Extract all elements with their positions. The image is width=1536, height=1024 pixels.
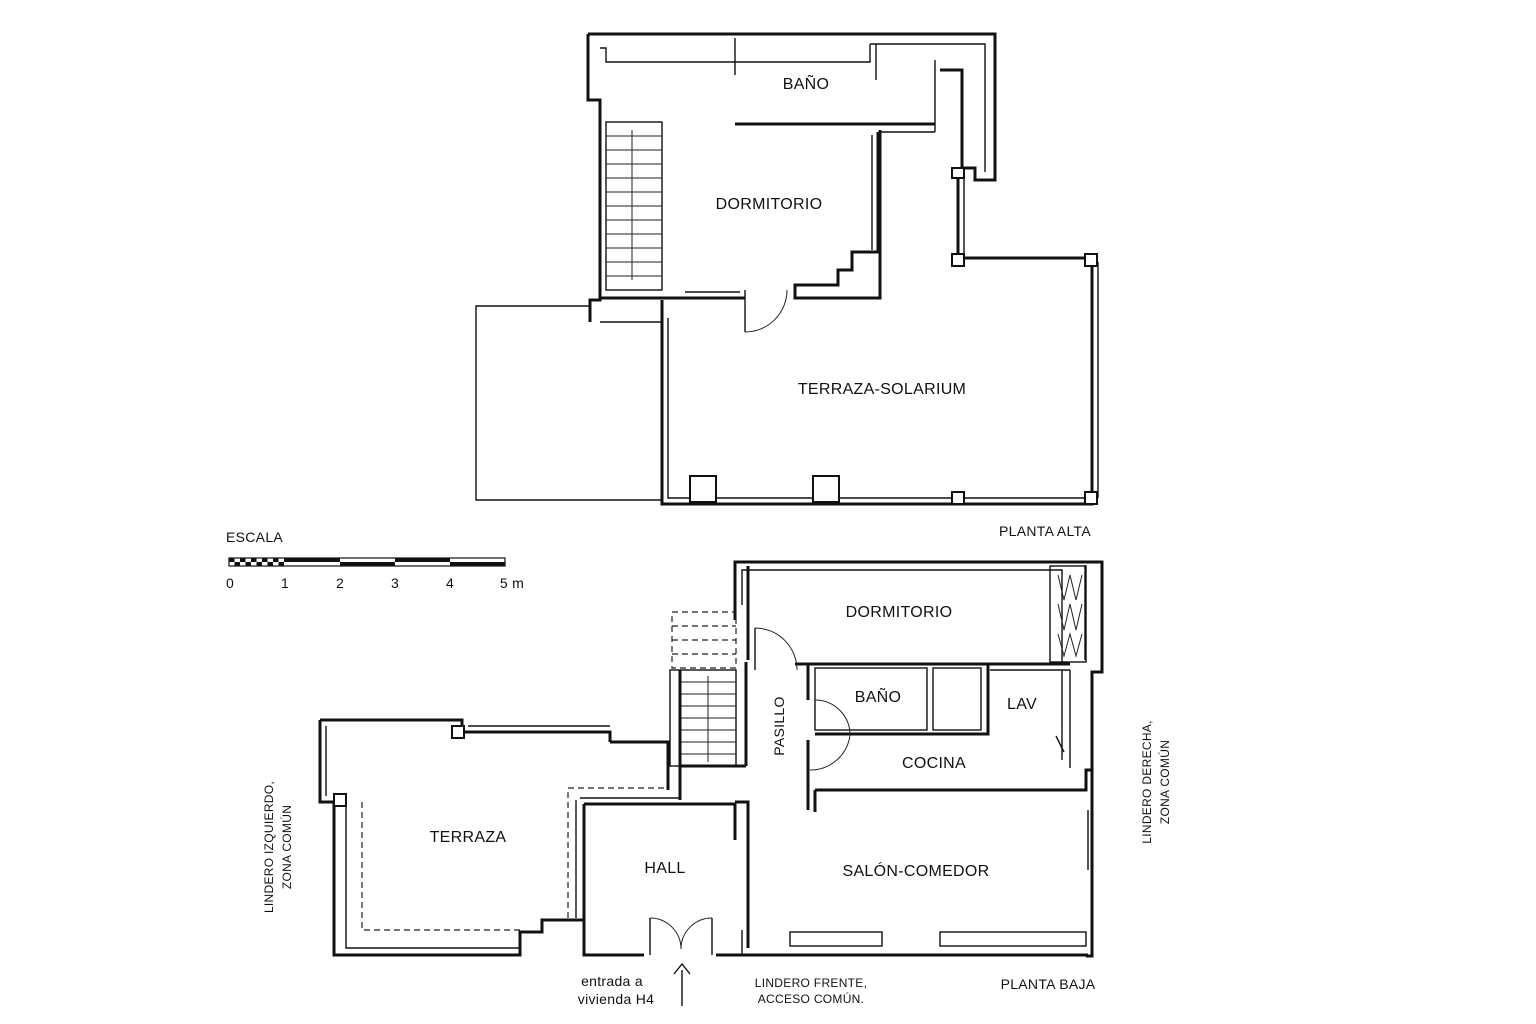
terraza-column: [451, 725, 465, 739]
upper-floor-plan: [475, 32, 1099, 506]
wardrobe: [1049, 565, 1087, 663]
terraza-planter: [689, 475, 717, 503]
ground-cocina-label: COCINA: [902, 755, 966, 772]
terraza-dashed-edge: [567, 787, 668, 918]
ground-terraza-label: TERRAZA: [430, 829, 507, 846]
entrance-door-swing: [649, 917, 682, 950]
upper-east-wall: [588, 32, 997, 182]
left-boundary-line2: ZONA COMÚN: [279, 805, 294, 889]
bano-door-swing: [814, 699, 851, 736]
upper-west-wall: [586, 34, 602, 322]
ground-hall-label: HALL: [644, 860, 685, 877]
scale-tick-5: 5 m: [500, 575, 524, 591]
entrance-label-line2: vivienda H4: [578, 991, 654, 1007]
hall-west-wall: [582, 804, 644, 957]
hall-north-wall: [584, 802, 737, 840]
upper-stair: [605, 121, 663, 291]
right-boundary-line2: ZONA COMÚN: [1157, 740, 1172, 824]
upper-bano-label: BAÑO: [783, 73, 830, 93]
ground-salon-label: SALÓN-COMEDOR: [842, 861, 989, 880]
terraza-stair-wall: [610, 740, 670, 790]
dormitorio-door-swing: [754, 627, 798, 671]
front-boundary-line2: ACCESO COMÚN.: [758, 991, 865, 1006]
entrance-label-line1: entrada a: [581, 973, 643, 989]
cocina-south-wall: [815, 768, 1092, 792]
scale-title: ESCALA: [226, 529, 283, 545]
upper-floor-title: PLANTA ALTA: [999, 523, 1091, 539]
entrance-arrow-head: [673, 962, 691, 975]
terraza-dashed-edge: [361, 802, 520, 931]
scale-tick-1: 1: [281, 575, 289, 591]
entrance-door-swing: [680, 917, 713, 950]
terraza-solarium-railing: [660, 172, 1094, 506]
lav-fixture: [1055, 735, 1065, 753]
terraza-column: [1084, 253, 1098, 267]
ground-east-outer-wall: [733, 560, 1104, 958]
salon-window: [939, 931, 1087, 947]
dormitorio-door-swing: [744, 289, 788, 333]
upper-inner-north: [600, 44, 871, 63]
scale-bar: ESCALA: [226, 529, 506, 567]
dormitorio-east-wall: [793, 130, 882, 300]
ground-stair: [669, 611, 748, 800]
ground-floor-plan: [318, 560, 1104, 1006]
scale-tick-3: 3: [391, 575, 399, 591]
ground-bano-fixture: [932, 667, 982, 731]
left-boundary-line1: LINDERO IZQUIERDO,: [262, 781, 276, 913]
terraza-inner-railing: [667, 318, 1098, 499]
upper-dormitorio-label: DORMITORIO: [716, 196, 823, 213]
salon-window: [789, 931, 883, 947]
terraza-planter: [812, 475, 840, 503]
terraza-column: [951, 491, 965, 505]
upper-terraza-label: TERRAZA-SOLARIUM: [798, 381, 966, 398]
ground-bano-label: BAÑO: [855, 686, 902, 706]
front-boundary-line1: LINDERO FRENTE,: [755, 976, 868, 990]
right-boundary-line1: LINDERO DERECHA,: [1140, 720, 1154, 844]
cocina-door-swing: [809, 734, 851, 771]
scale-tick-0: 0: [226, 575, 234, 591]
ground-dormitorio-label: DORMITORIO: [846, 604, 953, 621]
adjacent-roof-outline: [475, 305, 662, 501]
hall-east-wall: [735, 800, 750, 948]
terraza-west-south-wall: [318, 720, 584, 957]
ground-pasillo-label: PASILLO: [771, 696, 787, 755]
bano-south-wall: [815, 664, 990, 736]
terraza-column: [951, 167, 965, 179]
ground-bano-room: [814, 667, 928, 731]
terraza-column: [333, 793, 347, 807]
upper-inner-east: [870, 43, 986, 172]
terraza-inner-edge: [345, 802, 520, 949]
terraza-column: [951, 253, 965, 267]
ground-dormitorio-inner-wall: [741, 569, 1063, 662]
ground-floor-title: PLANTA BAJA: [1001, 976, 1096, 992]
ground-lav-label: LAV: [1007, 696, 1037, 713]
scale-tick-4: 4: [446, 575, 454, 591]
scale-tick-2: 2: [336, 575, 344, 591]
terraza-column: [1084, 491, 1098, 505]
